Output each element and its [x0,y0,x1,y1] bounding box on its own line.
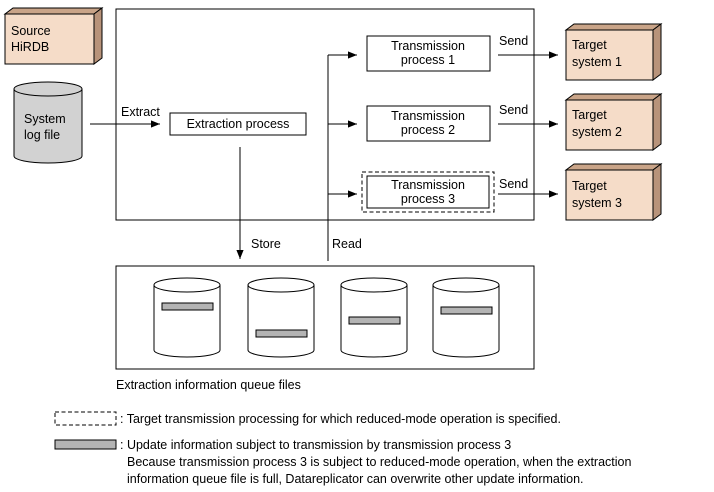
source-label-line2: HiRDB [11,40,49,54]
legend-dashed-text: : Target transmission processing for whi… [120,412,561,426]
read-label: Read [332,237,362,251]
syslog-label-line1: System [24,112,66,126]
extraction-process-label: Extraction process [187,117,290,131]
transmission-3-line1: Transmission [391,178,465,192]
source-label-line1: Source [11,24,51,38]
target-2-line1: Target [572,108,607,122]
transmission-process-3-box [366,175,490,209]
target-system-2-box: Target system 2 [564,93,663,151]
queue-file-cylinder-4 [432,277,500,358]
extraction-process-box [169,112,307,136]
target-system-3-box: Target system 3 [564,163,663,221]
target-system-1-box: Target system 1 [564,23,663,81]
send-label-3: Send [499,177,528,191]
target-1-line1: Target [572,38,607,52]
update-info-bar-1 [161,302,214,311]
transmission-process-1-box [366,35,491,72]
extract-label: Extract [121,105,160,119]
update-info-bar-3 [348,316,401,325]
target-1-line2: system 1 [572,55,622,69]
queue-file-cylinder-2 [247,277,315,358]
syslog-label-line2: log file [24,128,60,142]
queue-files-caption: Extraction information queue files [116,378,301,392]
legend-bar-symbol [54,439,117,450]
reduced-mode-dashed-frame [361,171,495,213]
queue-file-cylinder-1 [153,277,221,358]
transmission-2-line2: process 2 [401,123,455,137]
update-info-bar-4 [440,306,493,315]
legend-dashed-symbol [54,411,117,426]
transmission-3-line2: process 3 [401,192,455,206]
transmission-1-line1: Transmission [391,39,465,53]
target-3-line2: system 3 [572,196,622,210]
target-2-line2: system 2 [572,125,622,139]
legend-bar-text-line1: : Update information subject to transmis… [120,438,511,452]
transmission-1-line2: process 1 [401,53,455,67]
legend-bar-text-line2: Because transmission process 3 is subjec… [127,455,631,469]
transmission-2-line1: Transmission [391,109,465,123]
legend-bar-text-line3: information queue file is full, Datarepl… [127,472,584,486]
system-log-file-cylinder: System log file [13,81,83,164]
store-label: Store [251,237,281,251]
source-hirdb-box: Source HiRDB [3,7,104,65]
send-label-2: Send [499,103,528,117]
transmission-process-2-box [366,105,491,142]
target-3-line1: Target [572,179,607,193]
send-label-1: Send [499,34,528,48]
update-info-bar-2 [255,329,308,338]
